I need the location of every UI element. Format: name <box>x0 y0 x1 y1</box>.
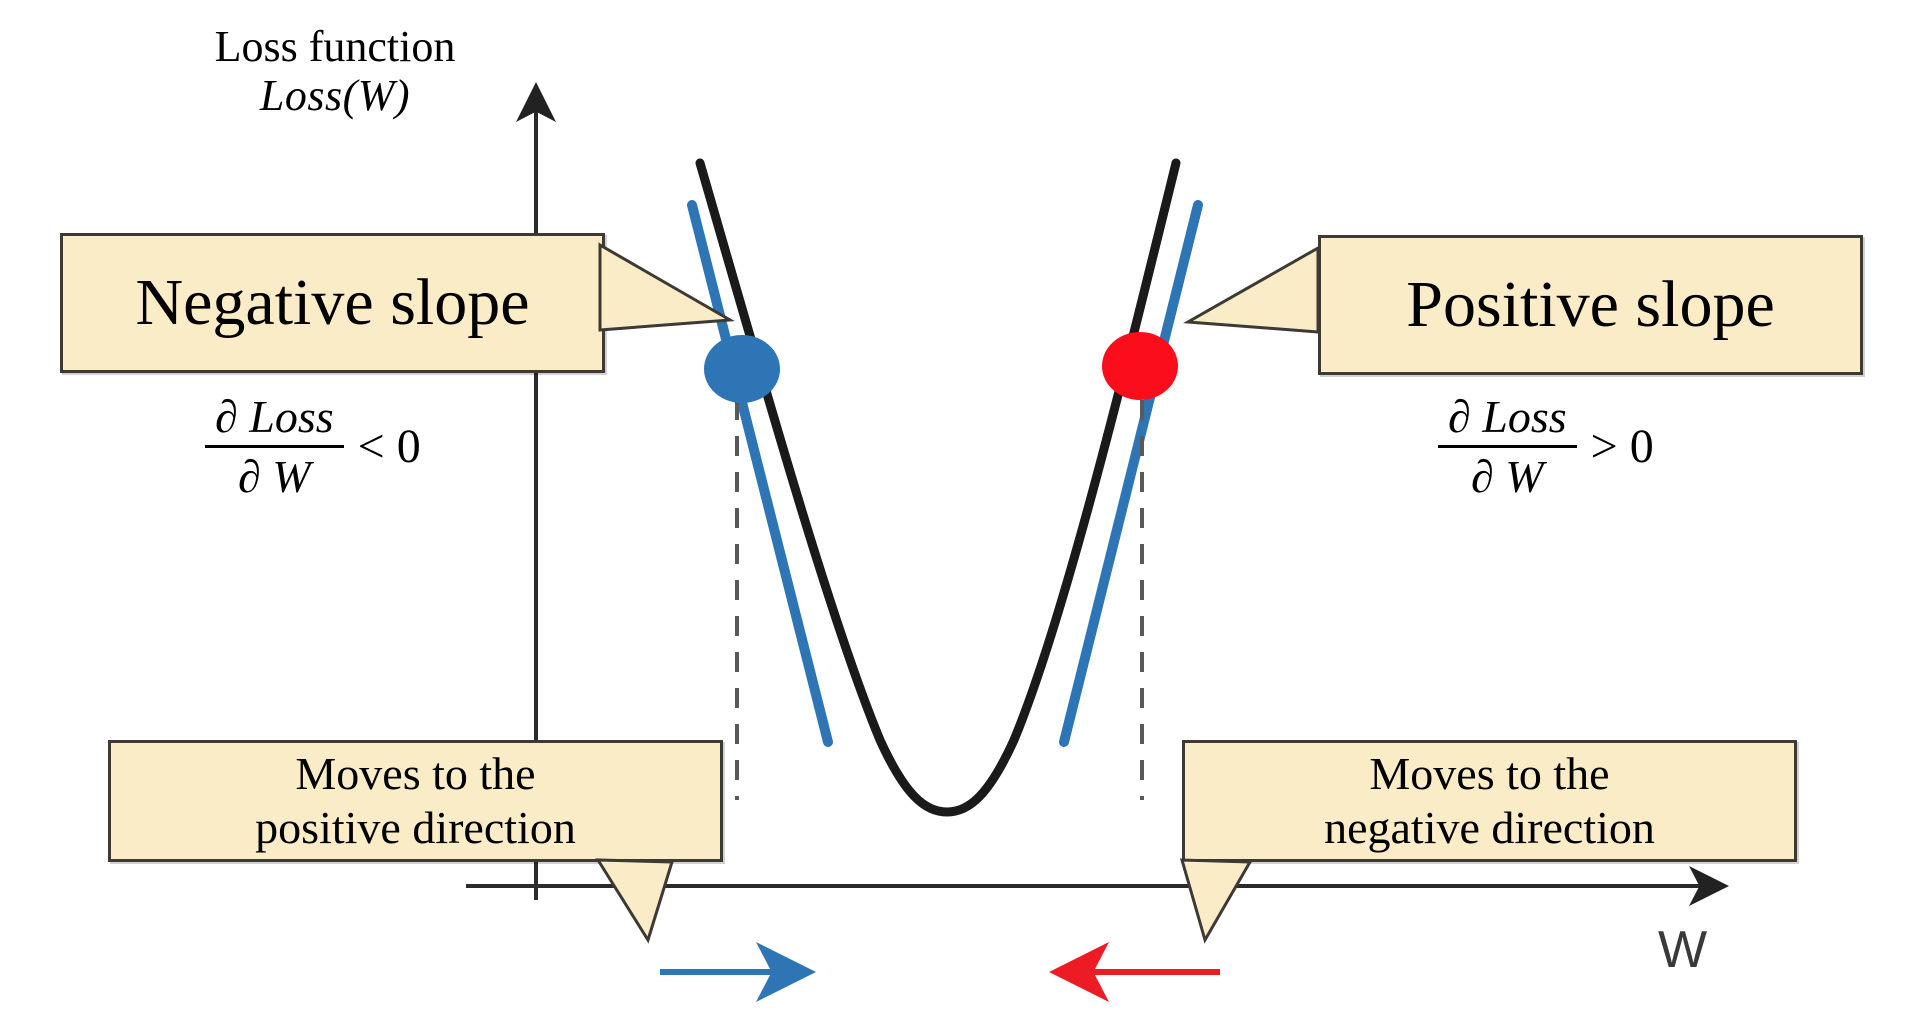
point-right-red <box>1102 332 1178 400</box>
callout-move-positive-label: Moves to the positive direction <box>255 747 576 853</box>
y-axis-title-line2: Loss(W) <box>259 71 411 121</box>
formula-right-gradient: ∂ Loss ∂ W > 0 <box>1438 390 1654 503</box>
callout-positive-slope[interactable]: Positive slope <box>1318 235 1863 375</box>
formula-right-relation: > 0 <box>1590 420 1654 473</box>
y-axis-title: Loss function Loss(W) <box>175 22 495 121</box>
formula-right-numerator: ∂ Loss <box>1448 391 1567 442</box>
formula-left-numerator: ∂ Loss <box>215 391 334 442</box>
y-axis-title-line1: Loss function <box>214 22 456 71</box>
callout-move-negative-label: Moves to the negative direction <box>1324 747 1655 853</box>
callout-positive-slope-label: Positive slope <box>1406 268 1775 342</box>
tangent-line-right <box>1059 200 1203 747</box>
formula-left-gradient: ∂ Loss ∂ W < 0 <box>205 390 421 503</box>
x-axis-label: W <box>1658 921 1708 979</box>
formula-right-fraction: ∂ Loss ∂ W <box>1438 390 1577 503</box>
formula-right-denominator: ∂ W <box>1438 445 1577 503</box>
callout-move-negative[interactable]: Moves to the negative direction <box>1182 740 1797 862</box>
callout-negative-slope-label: Negative slope <box>135 266 530 340</box>
formula-left-denominator: ∂ W <box>205 445 344 503</box>
tangent-line-left <box>687 200 833 747</box>
loss-curve <box>695 158 1181 817</box>
formula-left-relation: < 0 <box>357 420 421 473</box>
point-left-blue <box>704 335 780 403</box>
callout-move-positive[interactable]: Moves to the positive direction <box>108 740 723 862</box>
formula-left-fraction: ∂ Loss ∂ W <box>205 390 344 503</box>
callout-negative-slope[interactable]: Negative slope <box>60 233 605 373</box>
